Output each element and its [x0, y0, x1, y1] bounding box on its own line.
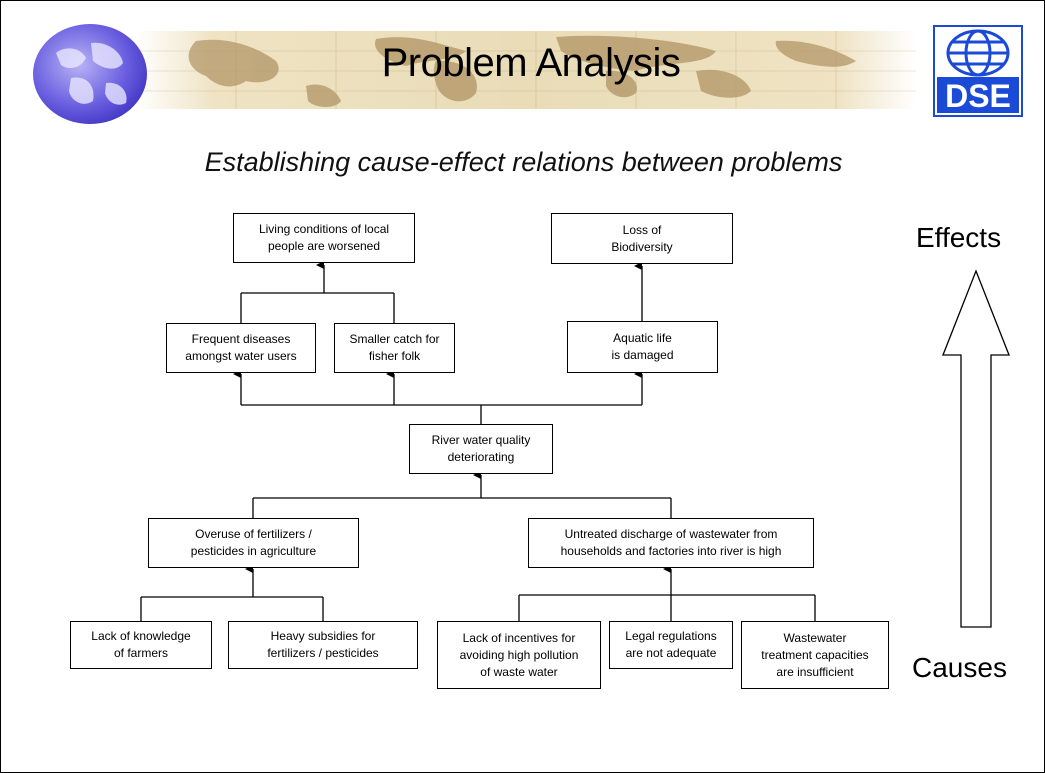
box-legal-regulations: Legal regulations are not adequate	[609, 621, 733, 669]
box-river-quality: River water quality deteriorating	[409, 424, 553, 474]
header-banner	[136, 31, 916, 109]
box-aquatic-life: Aquatic life is damaged	[567, 321, 718, 373]
subtitle: Establishing cause-effect relations betw…	[204, 147, 843, 177]
box-lack-incentives: Lack of incentives for avoiding high pol…	[437, 621, 601, 689]
box-living-conditions: Living conditions of local people are wo…	[233, 213, 415, 263]
box-overuse-fertilizers: Overuse of fertilizers / pesticides in a…	[148, 518, 359, 568]
box-heavy-subsidies: Heavy subsidies for fertilizers / pestic…	[228, 621, 418, 669]
effects-label: Effects	[916, 222, 1002, 253]
globe-icon	[33, 24, 147, 124]
box-loss-biodiversity: Loss of Biodiversity	[551, 213, 733, 264]
causes-effects-arrow	[942, 269, 1010, 628]
box-wastewater-capacities: Wastewater treatment capacities are insu…	[741, 621, 889, 689]
box-smaller-catch: Smaller catch for fisher folk	[334, 323, 455, 373]
dse-logo-icon: DSE	[933, 25, 1023, 117]
page-title: Problem Analysis	[381, 41, 681, 85]
world-map-background	[136, 31, 916, 109]
box-untreated-discharge: Untreated discharge of wastewater from h…	[528, 518, 814, 568]
box-lack-knowledge: Lack of knowledge of farmers	[70, 621, 212, 669]
logo-text: DSE	[945, 78, 1011, 114]
causes-label: Causes	[912, 652, 1007, 683]
box-frequent-diseases: Frequent diseases amongst water users	[166, 323, 316, 373]
